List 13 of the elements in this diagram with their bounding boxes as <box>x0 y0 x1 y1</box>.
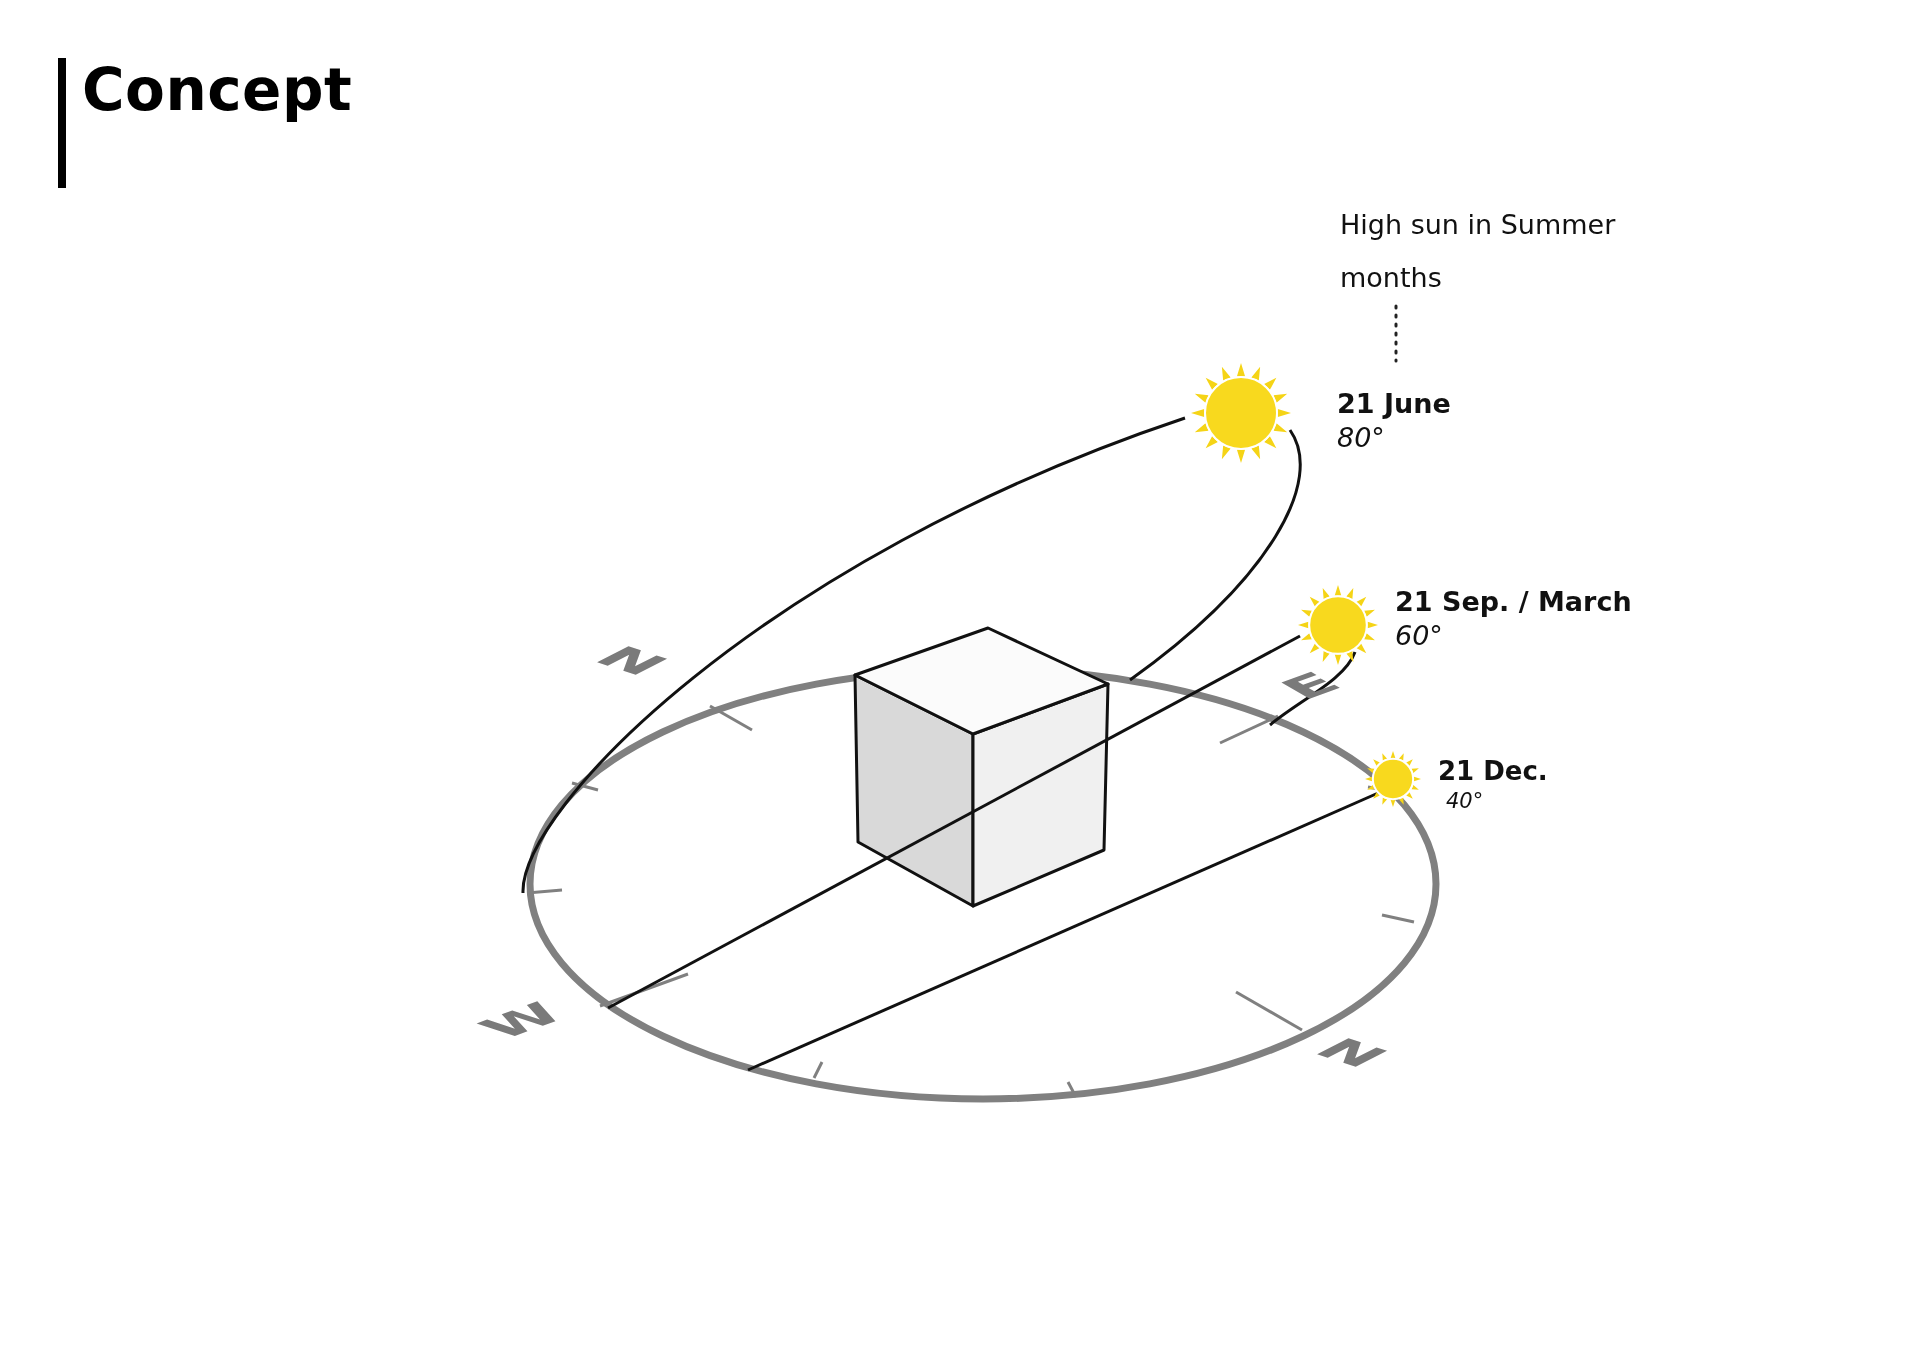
angle-label: 40° <box>1445 787 1485 814</box>
compass-letter: W <box>470 998 574 1044</box>
compass-letter: E <box>1272 667 1351 705</box>
title: Concept <box>82 56 353 124</box>
date-label: 21 Dec. <box>1438 755 1548 788</box>
date-label: 21 June <box>1337 387 1451 421</box>
angle-label: 60° <box>1395 618 1444 653</box>
angle-label: 80° <box>1337 420 1386 455</box>
compass-letter: N <box>584 642 678 680</box>
date-label: 21 Sep. / March <box>1395 585 1632 619</box>
note-text: High sun in Summer months <box>1340 208 1617 295</box>
leader-line <box>1394 304 1398 363</box>
compass-letter: N <box>1304 1034 1398 1072</box>
